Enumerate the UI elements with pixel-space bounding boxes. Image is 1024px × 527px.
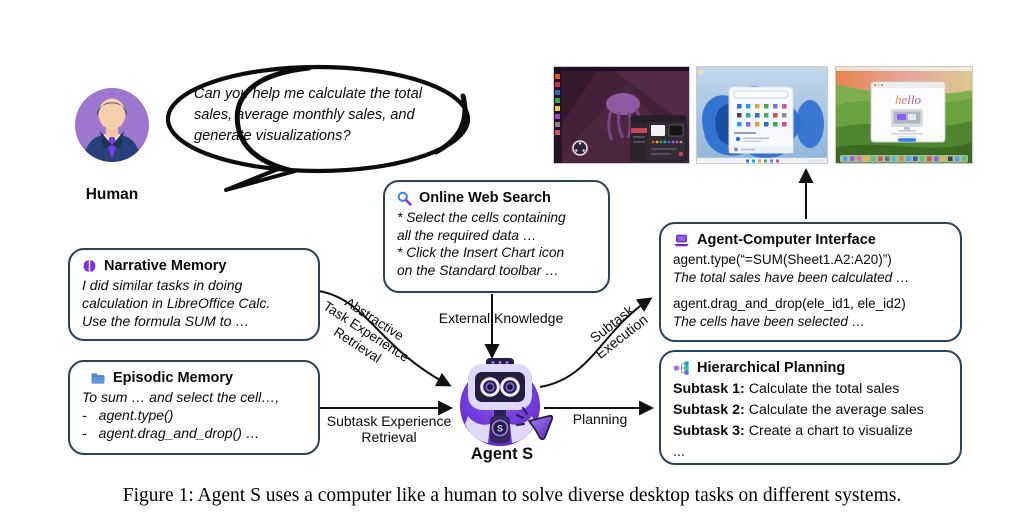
macos-desktop-screenshot: hello ? (834, 66, 973, 164)
aci-code: agent.type(“=SUM(Sheet1.A2:A20)”) (673, 252, 892, 267)
desktop-icon (699, 70, 704, 74)
web-search-line: on the Standard toolbar … (397, 262, 559, 278)
dock-icons (555, 74, 560, 135)
taskbar (696, 157, 829, 164)
folder-icon (91, 372, 105, 384)
web-search-title: Online Web Search (419, 190, 551, 206)
cursor-icon (516, 407, 554, 441)
speech-text: Can you help me calculate the total sale… (194, 84, 474, 147)
agent-s-robot: S (450, 354, 554, 450)
planning-title: Hierarchical Planning (697, 360, 846, 376)
continue-button (897, 138, 916, 142)
hierarchy-icon (674, 361, 689, 375)
web-search-line: * Select the cells containing (397, 210, 566, 225)
web-search-line: * Click the Insert Chart icon (397, 245, 565, 261)
search-icon (397, 191, 412, 206)
episodic-memory-title: Episodic Memory (113, 370, 234, 386)
robot-eyes (480, 377, 520, 397)
subtask-row: Subtask 1:Calculate the total sales (673, 381, 900, 397)
svg-text:?: ? (939, 134, 942, 139)
linux-desktop-screenshot (553, 66, 690, 164)
windows-desktop-screenshot (696, 66, 829, 164)
narrative-line: Use the formula SUM to … (82, 312, 250, 329)
narrative-memory-box: Narrative Memory I did similar tasks in … (68, 248, 320, 341)
aci-code: agent.drag_and_drop(ele_id1, ele_id2) (673, 296, 906, 312)
human-avatar (74, 87, 150, 163)
speech-line: sales, average monthly sales, and (194, 107, 415, 123)
human-avatar-icon (75, 88, 149, 162)
jellyfish-wallpaper (606, 93, 642, 141)
web-search-box: Online Web Search * Select the cells con… (383, 180, 610, 293)
dock (839, 155, 968, 163)
agent-s-label: Agent S (470, 445, 534, 463)
laptop-icon (674, 234, 689, 246)
planning-box: Hierarchical Planning Subtask 1:Calculat… (659, 350, 962, 465)
figure-caption: Figure 1: Agent S uses a computer like a… (122, 485, 902, 506)
os-screenshots-row: hello ? (553, 66, 973, 164)
setup-window: hello ? (870, 81, 946, 143)
speech-line: Can you help me calculate the total (194, 86, 422, 102)
narrative-line: I did similar tasks in doing (82, 277, 243, 293)
aci-result: The cells have been selected … (673, 313, 866, 329)
narrative-line: calculation in LibreOffice Calc. (82, 294, 271, 311)
episodic-item: - agent.drag_and_drop() … (82, 424, 260, 441)
aci-title: Agent-Computer Interface (697, 232, 876, 248)
subtask-row: Subtask 3:Create a chart to visualize (673, 423, 913, 440)
subtask-row: Subtask 2:Calculate the average sales (673, 402, 924, 419)
aci-box: Agent-Computer Interface agent.type(“=SU… (659, 222, 962, 342)
brain-icon (83, 260, 96, 272)
episodic-memory-box: Episodic Memory To sum … and select the … (68, 360, 320, 455)
agent-badge: S (497, 424, 503, 434)
edge-label-planning: Planning (572, 411, 628, 427)
start-menu (728, 86, 794, 154)
edge-label-subtask-execution: Subtask Execution (586, 301, 651, 362)
speech-line: generate visualizations? (194, 128, 351, 144)
subtask-ellipsis: ... (673, 444, 685, 461)
episodic-intro: To sum … and select the cell…, (82, 389, 280, 405)
episodic-item: - agent.type() (82, 406, 174, 423)
hello-text: hello (895, 92, 921, 107)
edge-label-subtask-retrieval: Subtask Experience Retrieval (326, 413, 452, 445)
web-search-line: all the required data … (397, 227, 537, 243)
settings-window (630, 115, 687, 162)
dash-bullet: - (82, 406, 87, 423)
aci-result: The total sales have been calculated … (673, 269, 910, 285)
menu-bar (834, 66, 973, 71)
narrative-memory-title: Narrative Memory (104, 258, 227, 274)
edge-label-external-knowledge: External Knowledge (438, 310, 564, 326)
dash-bullet: - (82, 424, 87, 441)
robot-icon: S (460, 358, 554, 446)
human-label: Human (85, 186, 139, 203)
